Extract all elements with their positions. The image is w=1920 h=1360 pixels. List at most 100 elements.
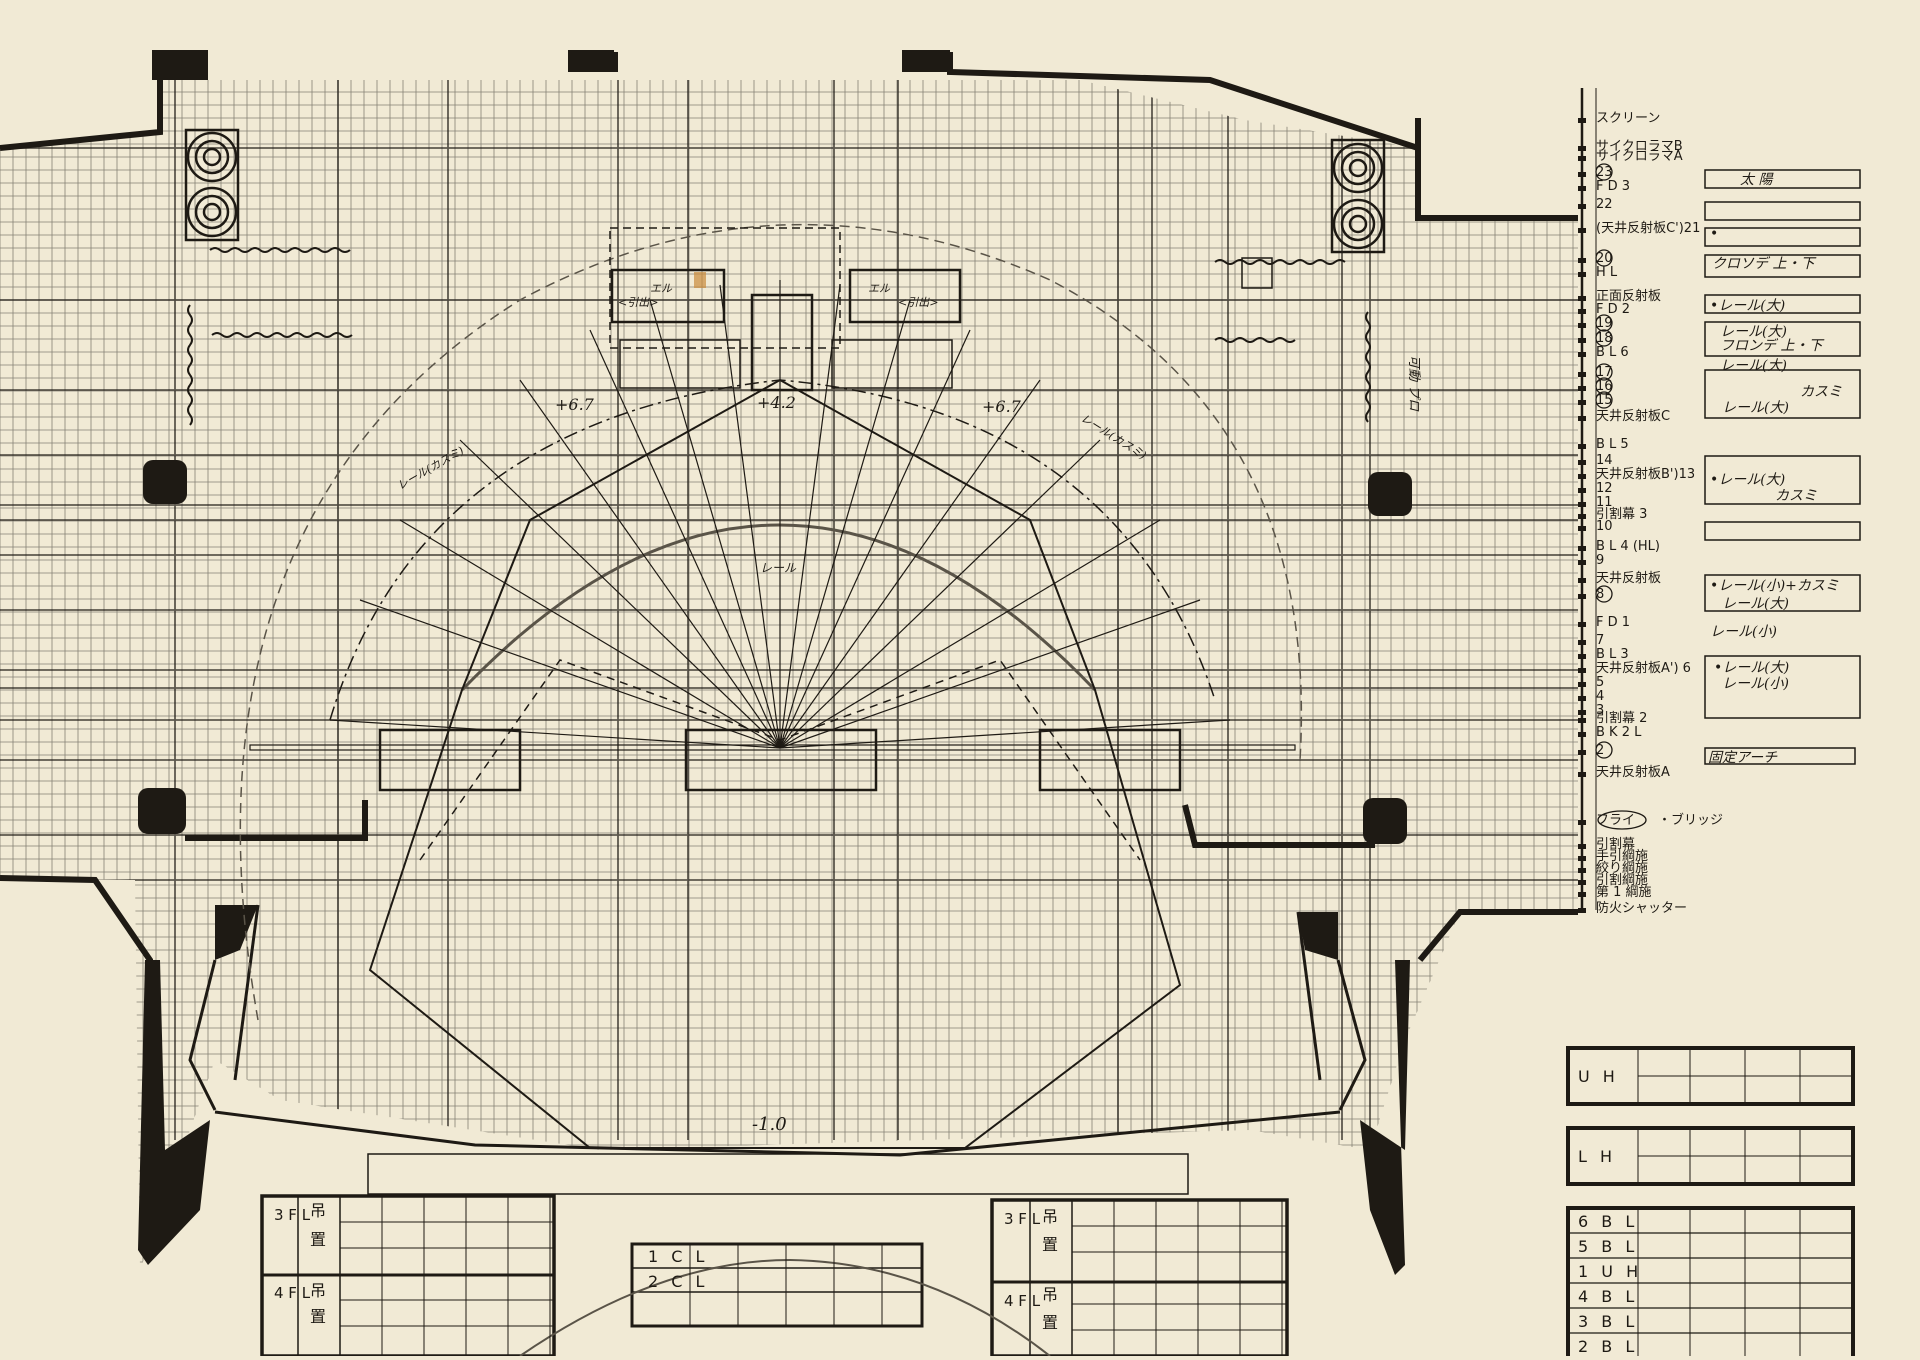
rail-tick [1578, 386, 1586, 391]
sightline [399, 519, 781, 749]
rail-tick [1578, 474, 1586, 479]
assignment-label: •レール(大) [1714, 660, 1789, 676]
rail-tick [1578, 622, 1586, 627]
stage-columns [138, 460, 1412, 844]
rail-tick [1578, 172, 1586, 177]
rail-label: 絞り綱施 [1596, 861, 1648, 876]
rust-stain [694, 272, 706, 288]
sightline [779, 439, 1101, 749]
rail-label: 引割綱施 [1596, 872, 1648, 888]
rail-center-label: レール [760, 561, 797, 575]
rail-label: 23 [1596, 165, 1613, 180]
rail-label: 7 [1596, 633, 1604, 648]
vertical-label-right: 可動 プロ [1406, 355, 1421, 412]
rail-number-circle [1595, 585, 1613, 603]
cl-label-1: 1 C L [648, 1247, 708, 1266]
rail-tick [1578, 820, 1586, 825]
rail-label: 9 [1596, 553, 1604, 568]
rail-tick [1578, 908, 1586, 913]
assignment-label: レール(小) [1710, 624, 1777, 640]
rail-label: B L 4 (HL) [1596, 539, 1660, 554]
platform-rects [249, 227, 1296, 792]
assignment-label: •レール(大) [1710, 298, 1785, 314]
sightline [779, 719, 1231, 749]
rail-tick [1578, 696, 1586, 701]
floor-table-cells [340, 1196, 1287, 1356]
uh-label: U H [1578, 1067, 1619, 1086]
rail-tick [1578, 502, 1586, 507]
tsuri-left-bottom: 吊 [310, 1281, 326, 1300]
rail-label: 天井反射板 [1596, 570, 1661, 586]
batten-row-label: 3 B L [1578, 1312, 1638, 1331]
rail-label: 12 [1596, 481, 1613, 496]
sightline [329, 719, 781, 749]
sightline [779, 599, 1201, 749]
sightline [459, 439, 781, 749]
batten-row-label: 4 B L [1578, 1287, 1638, 1306]
rail-tick [1578, 514, 1586, 519]
rail-tick [1578, 338, 1586, 343]
fly-bridge-ellipse [1597, 810, 1647, 830]
rail-tick [1578, 640, 1586, 645]
assignment-label: レール(大) [1720, 324, 1787, 340]
assignment-label: レール(小) [1722, 676, 1789, 692]
rail-label: サイクロラマA [1596, 149, 1683, 164]
tsuri-left-top: 吊 [310, 1201, 326, 1220]
sightline [779, 284, 841, 749]
wing-label-right: エル [868, 282, 891, 295]
rail-tick [1578, 682, 1586, 687]
sightline [589, 329, 781, 749]
tsuri-right-top: 吊 [1042, 1207, 1058, 1226]
rail-number-circle [1595, 163, 1613, 181]
rail-label: 4 [1596, 689, 1604, 704]
rail-label: 15 [1596, 393, 1613, 408]
assignment-label: •レール(小)+カスミ [1710, 578, 1839, 594]
assignment-label: •レール(大) [1710, 472, 1785, 488]
rail-tick [1578, 460, 1586, 465]
rail-tick [1578, 258, 1586, 263]
assignment-label: レール(大) [1722, 400, 1789, 416]
rail-label: (天井反射板C')21 [1596, 220, 1700, 236]
wing-sub-left: <引出> [618, 296, 658, 309]
assignment-label: 太 陽 [1740, 172, 1774, 188]
floor-label-4fl-right: 4 F L [1004, 1292, 1041, 1310]
rail-tick [1578, 718, 1586, 723]
rail-label: 3 [1596, 703, 1604, 718]
rail-tick [1578, 844, 1586, 849]
rail-tick [1578, 372, 1586, 377]
rail-label: 引割幕 [1596, 836, 1635, 852]
rail-label: 天井反射板A') 6 [1596, 660, 1691, 676]
rail-number-circle [1595, 391, 1613, 409]
rail-label: 22 [1596, 197, 1613, 212]
rail-label: 8 [1596, 587, 1604, 602]
rail-tick [1578, 732, 1586, 737]
rail-label: 11 [1596, 495, 1613, 510]
lighting-table-cells [1637, 1048, 1853, 1184]
proscenium-wedges [138, 50, 1410, 1275]
rail-label: フライ [1596, 813, 1635, 828]
rail-label: F D 2 [1596, 302, 1630, 317]
rail-label: 引割幕 2 [1596, 710, 1647, 726]
lower-side-walls [188, 904, 1367, 1157]
rail-label: 2 [1596, 743, 1604, 758]
rail-label: 天井反射板C [1596, 408, 1670, 424]
wing-sub-right: <引出> [898, 296, 938, 309]
rail-label: H L [1596, 265, 1618, 280]
sightline [779, 329, 971, 749]
rail-number-circle [1595, 363, 1613, 381]
assignment-label: レール(大) [1720, 358, 1787, 374]
curtain-markings [187, 247, 1371, 426]
lh-label: L H [1578, 1147, 1616, 1166]
rail-label: 天井反射板B')13 [1596, 466, 1695, 482]
rail-tick [1578, 156, 1586, 161]
rail-label: B L 6 [1596, 345, 1629, 360]
rail-label: F D 1 [1596, 615, 1630, 630]
rail-tick [1578, 546, 1586, 551]
oki-right-top: 置 [1042, 1235, 1058, 1254]
rail-tick [1578, 352, 1586, 357]
rail-number-circle [1595, 377, 1613, 395]
rail-label: 20 [1596, 251, 1613, 266]
floor-table-labels: 3 F L 4 F L 吊 置 吊 置 3 F L 4 F L 吊 置 吊 置 … [274, 1201, 1058, 1332]
